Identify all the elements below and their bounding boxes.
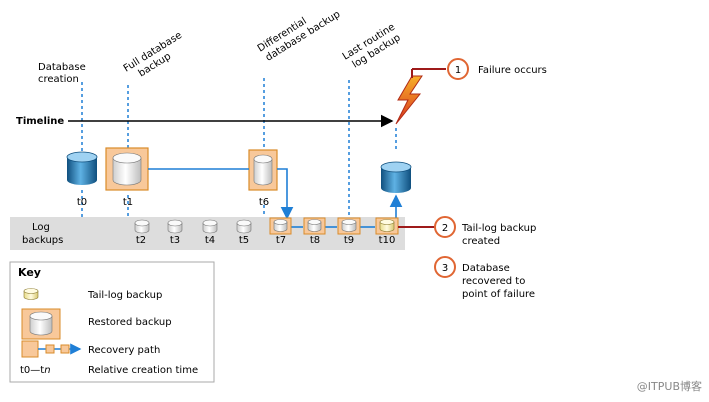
log-backup-t2-icon <box>134 219 150 234</box>
step-3-text-3: point of failure <box>462 289 535 300</box>
time-label-t8: t8 <box>310 235 320 246</box>
step-3-circle <box>434 256 456 278</box>
key-restored-label: Restored backup <box>88 317 172 328</box>
time-label-t10: t10 <box>379 235 396 246</box>
time-label-t6: t6 <box>259 197 269 208</box>
step-2-number: 2 <box>442 223 448 234</box>
timeline-label: Timeline <box>16 116 64 127</box>
log-backup-t9-icon <box>341 219 357 232</box>
log-backup-t8-icon <box>307 219 322 232</box>
time-label-t3: t3 <box>170 235 180 246</box>
time-label-t7: t7 <box>276 235 286 246</box>
label-differential-backup: Differential database backup <box>256 9 343 64</box>
recovered-database-icon <box>380 161 412 193</box>
recovery-path-t6-t7 <box>277 168 294 220</box>
label-full-backup: Full database backup <box>122 30 184 80</box>
label-database-creation-2: creation <box>38 74 79 85</box>
log-backups-label-2: backups <box>22 235 63 246</box>
watermark: @ITPUB博客 <box>637 379 702 393</box>
step-2-circle <box>434 216 456 238</box>
key-relative-time-label: Relative creation time <box>88 365 198 376</box>
log-backup-t3-icon <box>167 219 183 234</box>
database-creation-icon <box>66 151 98 185</box>
key-tail-log-label: Tail-log backup <box>87 290 162 301</box>
log-backups-label-1: Log <box>32 222 50 233</box>
step-1-text: Failure occurs <box>478 65 547 76</box>
time-label-t1: t1 <box>123 197 133 208</box>
step-3-text-1: Database <box>462 263 510 274</box>
time-label-t0: t0 <box>77 197 87 208</box>
time-label-t5: t5 <box>239 235 249 246</box>
step-2-text-1: Tail-log backup <box>461 223 536 234</box>
key-title: Key <box>18 266 41 279</box>
log-backup-t4-icon <box>202 219 218 234</box>
key-recovery-path-icon <box>21 340 82 358</box>
label-last-routine-log: Last routine log backup <box>341 22 403 71</box>
label-database-creation-1: Database <box>38 62 86 73</box>
step-1-number: 1 <box>455 65 461 76</box>
key-recovery-path-label: Recovery path <box>88 345 160 356</box>
key-tail-log-icon <box>23 288 39 300</box>
tail-log-t10-icon <box>379 219 395 232</box>
key-restored-icon <box>29 311 53 336</box>
log-backup-t7-icon <box>273 219 288 232</box>
lightning-icon <box>395 75 423 125</box>
step-1-circle <box>447 58 469 80</box>
full-backup-icon <box>112 152 142 186</box>
step-3-text-2: recovered to <box>462 276 525 287</box>
log-backup-t5-icon <box>236 219 252 234</box>
step-2-text-2: created <box>462 236 500 247</box>
differential-backup-icon <box>253 154 273 186</box>
time-label-t2: t2 <box>136 235 146 246</box>
time-label-t9: t9 <box>344 235 354 246</box>
key-relative-time-symbol: t0—tn <box>20 365 51 376</box>
step-3-number: 3 <box>442 263 448 274</box>
time-label-t4: t4 <box>205 235 215 246</box>
